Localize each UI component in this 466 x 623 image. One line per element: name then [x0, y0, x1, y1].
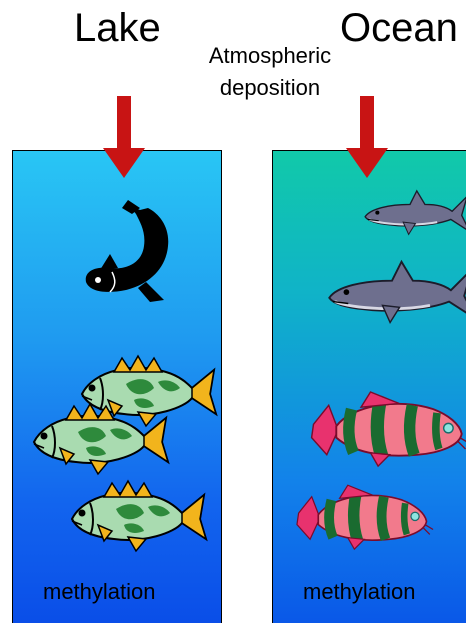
shark-icon [329, 262, 466, 323]
lake-deposition-arrow [103, 96, 145, 178]
black-fish-icon [86, 200, 169, 302]
ocean-deposition-arrow [346, 96, 388, 178]
green-bass-icon [72, 481, 206, 551]
shark-icon [365, 191, 466, 235]
striped-loach-icon [312, 392, 466, 466]
striped-loach-icon [297, 485, 433, 549]
